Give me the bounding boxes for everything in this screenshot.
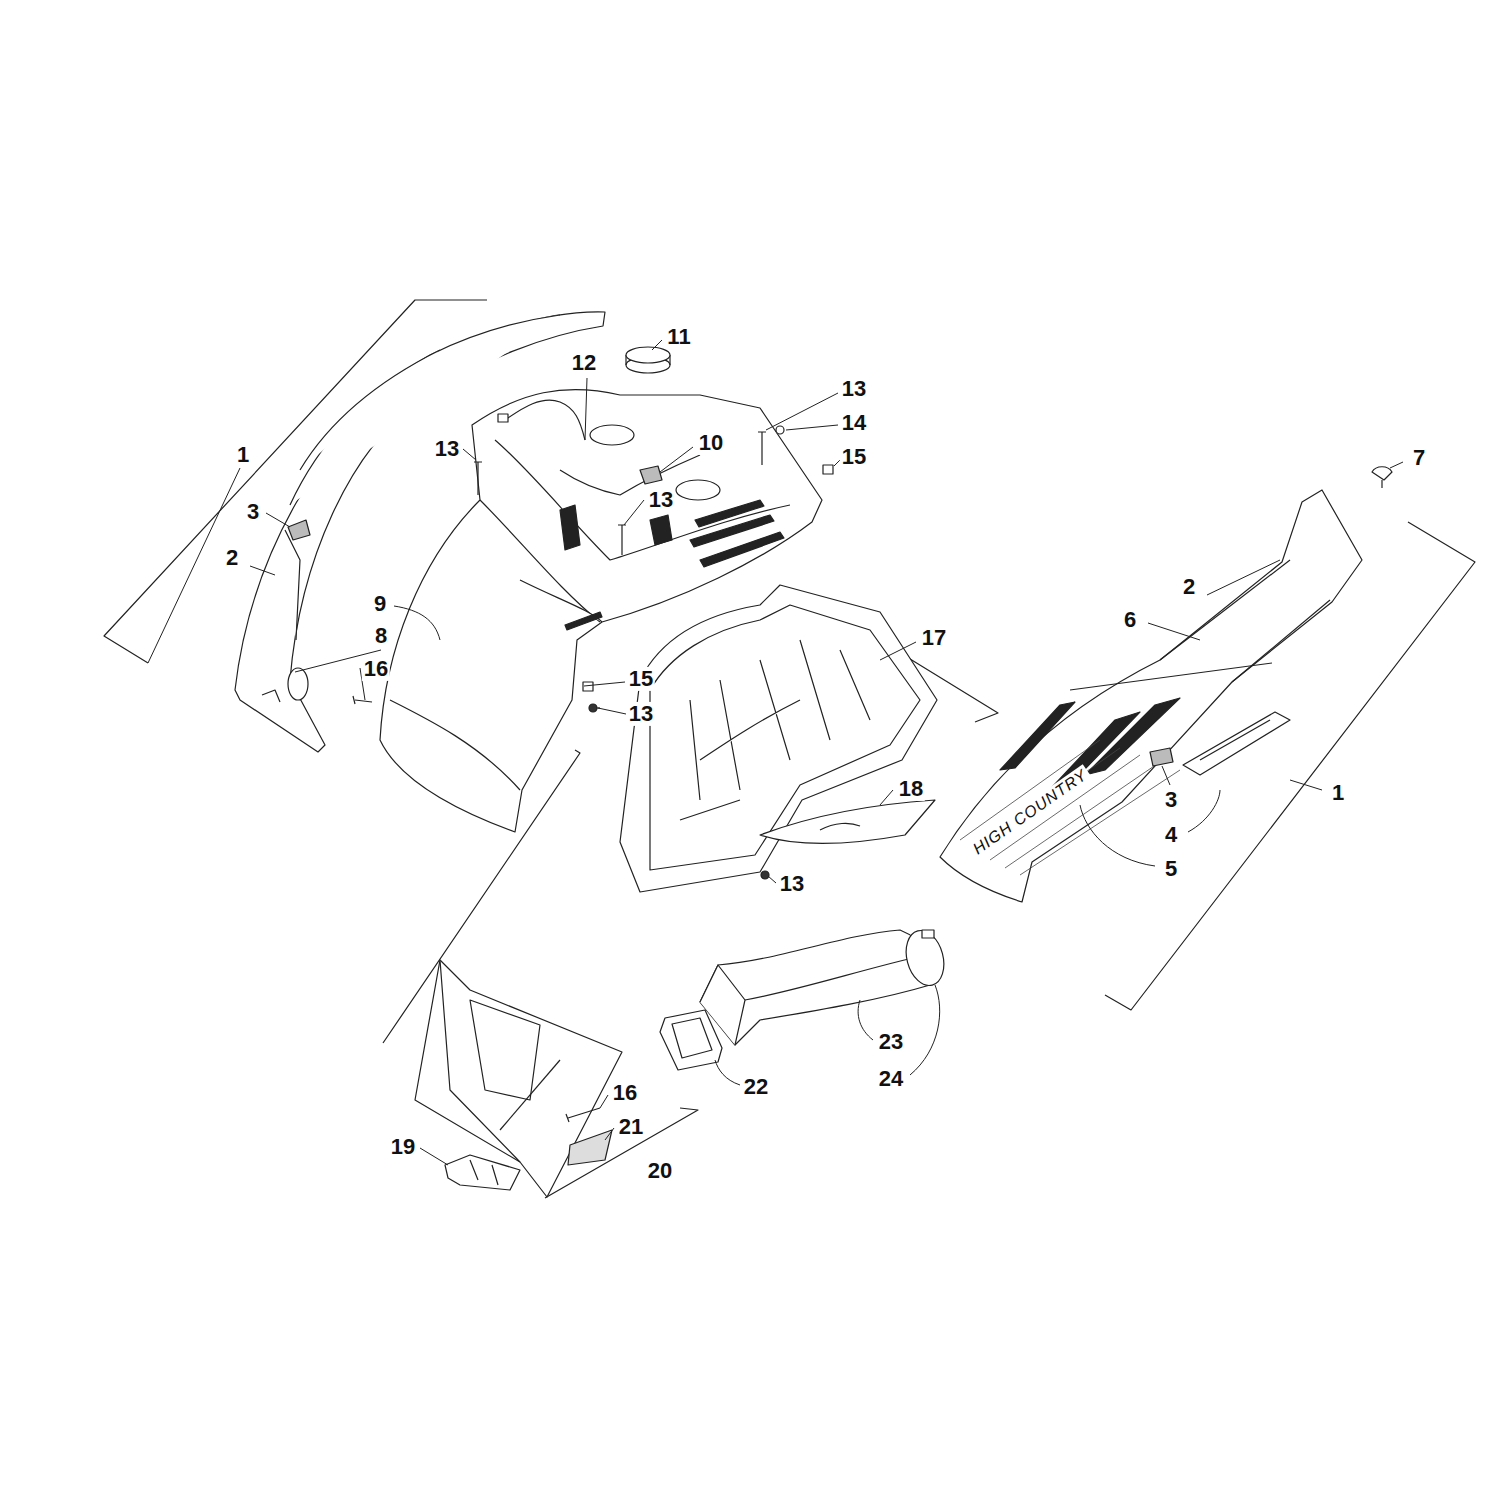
decal-stripes <box>1000 698 1180 800</box>
grommet <box>626 347 670 373</box>
callout-number: 17 <box>920 626 948 650</box>
screw <box>566 1108 600 1122</box>
clamp-screw <box>922 930 934 938</box>
callout-number: 7 <box>1411 446 1427 470</box>
push-rivet <box>1372 467 1392 480</box>
decal-patch <box>568 1130 612 1165</box>
callout-number: 15 <box>840 445 868 469</box>
seal-pad <box>760 800 935 844</box>
decal-plate <box>1183 712 1290 775</box>
airbox-tray <box>620 585 937 892</box>
o-ring <box>288 668 308 700</box>
screw <box>761 871 769 879</box>
callout-number: 4 <box>1163 823 1179 847</box>
callout-number: 13 <box>778 872 806 896</box>
callout-number: 8 <box>373 624 389 648</box>
callout-number: 20 <box>646 1159 674 1183</box>
seal-pad-detail <box>820 823 860 830</box>
callout-number: 13 <box>627 702 655 726</box>
decal-patch <box>1150 748 1173 766</box>
hose-clamp <box>900 926 949 989</box>
callout-number: 13 <box>647 488 675 512</box>
foam-pad <box>640 466 662 484</box>
callout-number: 11 <box>665 325 692 349</box>
callout-number: 12 <box>570 351 598 375</box>
callout-number: 16 <box>611 1081 639 1105</box>
callout-number: 14 <box>840 411 868 435</box>
gauge-pod <box>676 480 720 500</box>
connector <box>498 414 508 422</box>
decal-plate-detail <box>1200 720 1270 760</box>
mount-bracket-detail <box>470 1160 498 1185</box>
callout-number: 10 <box>697 431 725 455</box>
callout-number: 9 <box>372 592 388 616</box>
callout-number: 1 <box>1330 781 1346 805</box>
air-duct <box>700 930 931 1045</box>
lower-bezel <box>415 960 622 1197</box>
decal-patch <box>288 520 310 540</box>
callout-number: 2 <box>224 546 240 570</box>
push-rivet-shank <box>1381 480 1382 488</box>
callout-number: 24 <box>877 1067 905 1091</box>
callout-number: 3 <box>245 500 261 524</box>
decal-hatching <box>960 740 1180 875</box>
decal-text: HIGH COUNTRY <box>967 764 1093 859</box>
callout-number: 16 <box>362 657 390 681</box>
callout-number: 5 <box>1163 857 1179 881</box>
callout-number: 13 <box>840 377 868 401</box>
callout-number: 1 <box>235 443 251 467</box>
callout-number: 22 <box>742 1075 770 1099</box>
right-side-panel <box>940 490 1362 902</box>
duct-gasket <box>660 1010 722 1070</box>
callout-number: 6 <box>1122 608 1138 632</box>
leader-lines <box>148 340 1403 1165</box>
gauge-pod <box>590 425 634 445</box>
callout-number: 23 <box>877 1030 905 1054</box>
callout-number: 19 <box>389 1135 417 1159</box>
mount-bracket <box>445 1155 520 1190</box>
wire-harness <box>505 400 585 440</box>
duct-gasket-inner <box>672 1018 712 1058</box>
callout-number: 2 <box>1181 575 1197 599</box>
callout-number: 18 <box>897 777 925 801</box>
callout-number: 15 <box>627 667 655 691</box>
callout-number: 21 <box>617 1115 645 1139</box>
callout-number: 13 <box>433 437 461 461</box>
callout-number: 3 <box>1163 788 1179 812</box>
